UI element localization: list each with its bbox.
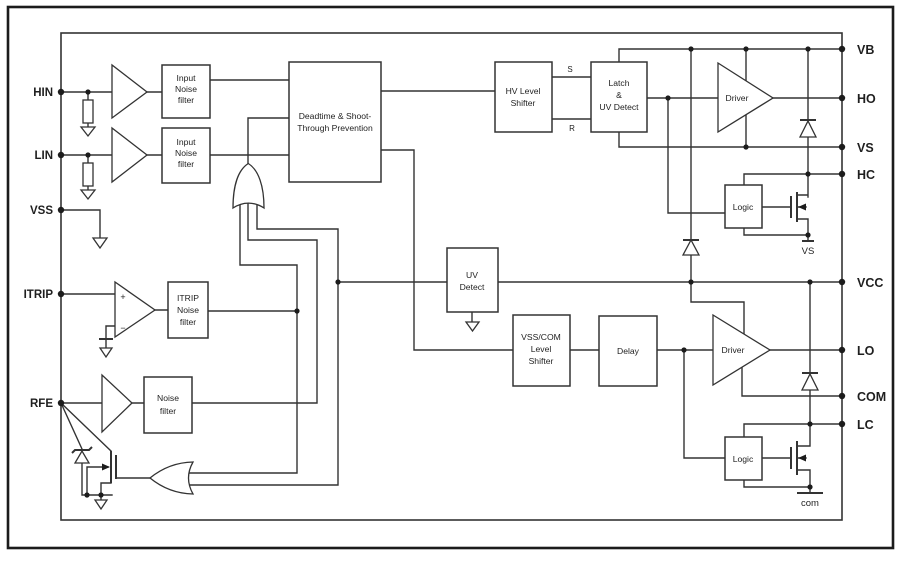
hv-shifter-line2: Shifter [511,98,536,108]
ic-boundary [60,32,843,521]
hv-level-shifter-box [494,61,553,133]
vs-node-label: VS [802,246,815,257]
pin-label-com: COM [857,390,886,404]
pin-label-lin: LIN [34,150,53,162]
lin-filter-line3: filter [178,159,194,169]
rfe-filter-line1: Noise [157,393,179,403]
pin-dots [57,45,846,428]
pin-label-vb: VB [857,43,874,57]
comparator-plus-label: + [120,292,125,302]
ground-icon-itrip-ref [98,347,114,359]
latch-line2: & [616,90,622,100]
logic-low-box [724,436,763,481]
rfe-noise-filter-box [143,376,193,434]
uv-detect-box [446,247,499,313]
ground-icon-vss [91,237,109,250]
hin-filter-line3: filter [178,95,194,105]
mosfet-arrow-low [798,454,806,462]
hv-shifter-line1: HV Level [506,86,541,96]
pin-label-vss: VSS [30,205,53,217]
pulldown-resistor-hin [82,99,94,124]
pin-label-rfe: RFE [30,398,53,410]
vss-com-line1: VSS/COM [521,332,561,342]
hin-filter-line2: Noise [175,84,197,94]
lin-filter-line1: Input [176,137,196,147]
bootstrap-diode [681,238,701,256]
comparator-minus-label: − [120,323,125,333]
latch-line3: UV Detect [599,102,639,112]
logic-high-box [724,184,763,229]
vss-com-shifter-box [512,314,571,387]
schmitt-buffer-hin [111,63,149,120]
lin-noise-filter-box [161,127,211,184]
deadtime-box [288,61,382,183]
reset-label: R [569,124,575,133]
logic-high-label: Logic [733,202,754,212]
pulldown-resistor-lin [82,162,94,187]
latch-line1: Latch [608,78,629,88]
delay-box [598,315,658,387]
itrip-filter-line3: filter [180,317,196,327]
itrip-noise-filter-box [167,281,209,339]
logic-low-label: Logic [733,454,754,464]
deadtime-line1: Deadtime & Shoot- [299,111,372,121]
latch-uv-detect-box [590,61,648,133]
rfe-filter-line2: filter [160,406,176,416]
pin-label-hc: HC [857,168,875,182]
ground-icon-uv-detect [464,321,481,333]
driver-low-triangle [712,313,772,387]
set-label: S [567,65,572,74]
vss-com-line3: Shifter [529,356,554,366]
itrip-filter-line2: Noise [177,305,199,315]
rfe-zener-diode [73,449,91,464]
low-side-clamp-diode [800,372,820,391]
hin-filter-line1: Input [176,73,196,83]
schmitt-buffer-rfe [101,373,133,434]
driver-high-triangle [717,61,775,134]
pin-label-itrip: ITRIP [24,289,54,301]
or-gate-shutdown [232,162,265,210]
pin-label-vs: VS [857,141,874,155]
itrip-filter-line1: ITRIP [177,293,199,303]
pin-label-vcc: VCC [857,276,883,290]
pin-label-ho: HO [857,92,876,106]
pin-label-lo: LO [857,344,875,358]
driver-low-label: Driver [722,345,745,355]
vss-com-line2: Level [531,344,552,354]
uv-detect-line2: Detect [460,282,485,292]
itrip-comparator [114,280,157,339]
schmitt-buffer-lin [111,126,149,184]
high-side-clamp-diode [798,119,818,138]
or-gate-rfe-pulldown [148,461,195,495]
deadtime-line2: Through Prevention [297,123,373,133]
pin-label-hin: HIN [33,87,53,99]
junction-dots [84,46,813,498]
mosfet-arrow-high [798,203,806,211]
pin-label-lc: LC [857,418,874,432]
lin-filter-line2: Noise [175,148,197,158]
delay-label: Delay [617,346,640,356]
com-node-label: com [801,498,819,509]
driver-high-label: Driver [726,93,749,103]
ground-icon-hin [79,126,97,138]
ground-icon-lin [79,189,97,201]
hin-noise-filter-box [161,64,211,119]
mosfet-arrow-rfe [102,463,110,471]
ground-icon-rfe [93,499,109,511]
uv-detect-line1: UV [466,270,478,280]
